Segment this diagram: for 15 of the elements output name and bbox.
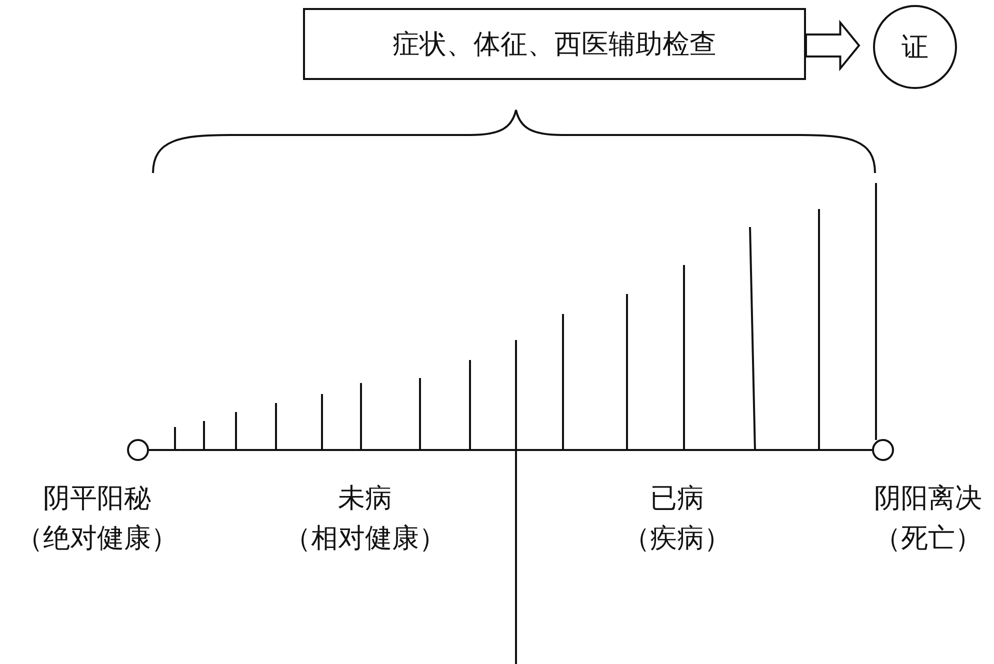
- endpoint-circle: [872, 439, 894, 461]
- node-text: 症状、体征、西医辅助检查: [392, 28, 716, 61]
- node-text: 证: [902, 31, 928, 64]
- stage-label: （死亡）: [874, 522, 982, 555]
- stage-label: 未病: [338, 482, 392, 515]
- endpoint-circle: [127, 439, 149, 461]
- stage-label: （绝对健康）: [16, 522, 178, 555]
- axis-line: [149, 449, 872, 451]
- stage-label: （疾病）: [623, 522, 731, 555]
- block-arrow: [805, 20, 860, 72]
- stage-label: 阴平阳秘: [43, 482, 151, 515]
- stage-label: 已病: [650, 482, 704, 515]
- stage-label: （相对健康）: [284, 522, 446, 555]
- stage-label: 阴阳离决: [874, 482, 982, 515]
- text-box: [303, 8, 806, 80]
